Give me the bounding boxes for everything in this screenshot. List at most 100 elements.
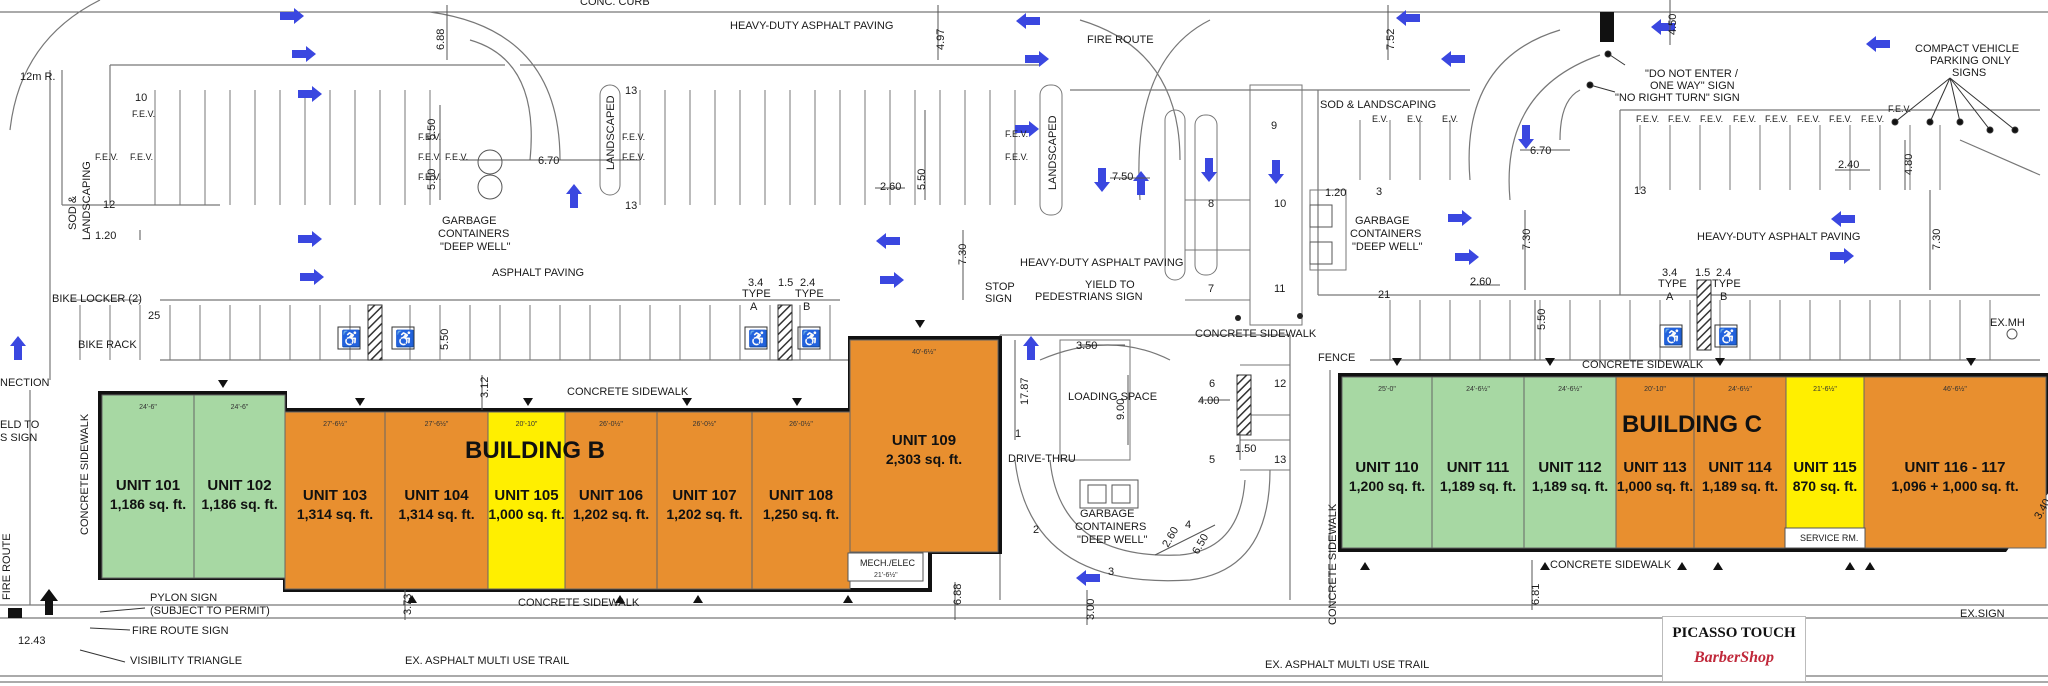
stall-number: 11 bbox=[1274, 283, 1285, 295]
sign-leaders bbox=[79, 50, 2019, 663]
sidewalk-label: CONCRETE SIDEWALK bbox=[1550, 559, 1672, 571]
dim-label: 2.40 bbox=[1838, 159, 1859, 171]
wheelchair-icon: ♿ bbox=[1663, 327, 1683, 346]
garbage-label: "DEEP WELL" bbox=[440, 241, 511, 253]
wheelchair-icon: ♿ bbox=[341, 329, 361, 348]
garbage-label: GARBAGE bbox=[442, 215, 496, 227]
unit-dim: 20'-10" bbox=[516, 421, 538, 428]
plan-labels: CONC. CURB HEAVY-DUTY ASPHALT PAVING FIR… bbox=[0, 0, 2025, 671]
dim-label: 2.60 bbox=[880, 181, 901, 193]
mech-elec-label: MECH./ELEC bbox=[860, 558, 916, 568]
paving-label: HEAVY-DUTY ASPHALT PAVING bbox=[1020, 257, 1183, 269]
fev-label: F.E.V. bbox=[1733, 114, 1756, 124]
fev-label: F.E.V. bbox=[418, 132, 441, 142]
connection-label: NECTION bbox=[0, 377, 50, 389]
unit-fill bbox=[1785, 376, 1865, 549]
garbage-label: CONTAINERS bbox=[438, 228, 509, 240]
unit-area: 1,189 sq. ft. bbox=[1702, 478, 1778, 494]
asphalt-paving-label: ASPHALT PAVING bbox=[492, 267, 584, 279]
arrow-right-icon bbox=[280, 8, 304, 24]
dim-label: 4.97 bbox=[935, 29, 947, 50]
garbage-label: "DEEP WELL" bbox=[1077, 534, 1148, 546]
dim-label: 1.5 bbox=[1695, 267, 1710, 279]
dim-label: 3.12 bbox=[479, 377, 491, 398]
unit-dim: 27'-6½" bbox=[425, 420, 449, 428]
sidewalk-label: CONCRETE SIDEWALK bbox=[1582, 359, 1704, 371]
fev-label: F.E.V. bbox=[1005, 152, 1028, 162]
unit-dim: 26'-0½" bbox=[599, 420, 623, 428]
dim-label: 3.73 bbox=[402, 594, 414, 615]
dim-label: 2.60 bbox=[1160, 525, 1181, 550]
arrow-left-icon bbox=[1016, 13, 1040, 29]
dim-label: 7.30 bbox=[1931, 229, 1943, 250]
fence-label: FENCE bbox=[1318, 352, 1355, 364]
unit-name: UNIT 106 bbox=[579, 487, 643, 504]
bike-locker-label: BIKE LOCKER (2) bbox=[52, 293, 142, 305]
dim-label: 1.20 bbox=[1325, 187, 1346, 199]
wheelchair-icon: ♿ bbox=[395, 329, 415, 348]
stall-number: 7 bbox=[1208, 283, 1214, 295]
fev-label: F.E.V. bbox=[418, 172, 441, 182]
loading-space-label: LOADING SPACE bbox=[1068, 391, 1157, 403]
ev-label: E.V. bbox=[1372, 114, 1388, 124]
dim-label: 7.50 bbox=[1112, 171, 1133, 183]
ev-label: E.V. bbox=[1407, 114, 1423, 124]
dim-label: 7.30 bbox=[957, 244, 969, 265]
arrow-right-icon bbox=[298, 231, 322, 247]
unit-dim: 24'-6½" bbox=[1728, 385, 1752, 393]
fev-label: F.E.V. bbox=[1797, 114, 1820, 124]
unit-dim: 21'-6½" bbox=[1813, 385, 1837, 393]
arrow-up-icon bbox=[1133, 171, 1149, 195]
sidewalk-label: CONCRETE SIDEWALK bbox=[79, 413, 91, 535]
unit-area: 870 sq. ft. bbox=[1793, 478, 1858, 494]
dim-label: 5.50 bbox=[426, 119, 438, 140]
dim-label: 3.50 bbox=[1076, 340, 1097, 352]
unit-fill bbox=[101, 394, 195, 579]
dim-label: 6.70 bbox=[1530, 145, 1551, 157]
stall-number: 10 bbox=[135, 92, 147, 104]
wheelchair-icon: ♿ bbox=[801, 329, 821, 348]
type-a-label: A bbox=[750, 301, 758, 313]
garbage-label: CONTAINERS bbox=[1075, 521, 1146, 533]
type-b-label: TYPE bbox=[795, 288, 824, 300]
entrance-markers bbox=[218, 320, 1976, 603]
arrow-right-icon bbox=[1015, 121, 1039, 137]
garbage-label: GARBAGE bbox=[1355, 215, 1409, 227]
fire-route-label: FIRE ROUTE bbox=[1087, 34, 1154, 46]
unit-area: 1,000 sq. ft. bbox=[1617, 478, 1693, 494]
mech-dim: 21'-6½" bbox=[874, 571, 898, 579]
landscaped-label: LANDSCAPED bbox=[1047, 115, 1059, 190]
unit-name: UNIT 108 bbox=[769, 487, 833, 504]
dim-label: 4.50 bbox=[1667, 14, 1679, 35]
stall-numbers: 10 12 25 13 13 9 8 10 7 11 6 12 5 13 3 2… bbox=[103, 85, 1646, 578]
dim-label: 5.50 bbox=[439, 329, 451, 350]
unit-area: 1,202 sq. ft. bbox=[666, 506, 742, 522]
unit-area: 2,303 sq. ft. bbox=[886, 451, 962, 467]
arrow-left-icon bbox=[1651, 19, 1675, 35]
type-a-label: TYPE bbox=[1658, 278, 1687, 290]
fev-label: F.E.V. bbox=[130, 152, 153, 162]
wheelchair-icon: ♿ bbox=[1718, 327, 1738, 346]
arrow-left-icon bbox=[1076, 570, 1100, 586]
stall-number: 13 bbox=[1634, 185, 1646, 197]
unit-fill bbox=[656, 411, 753, 590]
dim-label: 6.88 bbox=[435, 29, 447, 50]
unit-name: UNIT 109 bbox=[892, 432, 956, 449]
unit-name: UNIT 101 bbox=[116, 477, 180, 494]
yield-sign-label: YIELD TO bbox=[1085, 279, 1135, 291]
unit-name: UNIT 112 bbox=[1538, 459, 1601, 476]
dimension-lines bbox=[139, 0, 1931, 625]
unit-name: UNIT 103 bbox=[303, 487, 367, 504]
sod-label: SOD & LANDSCAPING bbox=[1320, 99, 1436, 111]
type-a-label: TYPE bbox=[742, 288, 771, 300]
stall-number: 12 bbox=[103, 199, 115, 211]
fev-label: F.E.V. bbox=[132, 109, 155, 119]
unit-area: 1,202 sq. ft. bbox=[573, 506, 649, 522]
arrow-right-icon bbox=[1025, 51, 1049, 67]
